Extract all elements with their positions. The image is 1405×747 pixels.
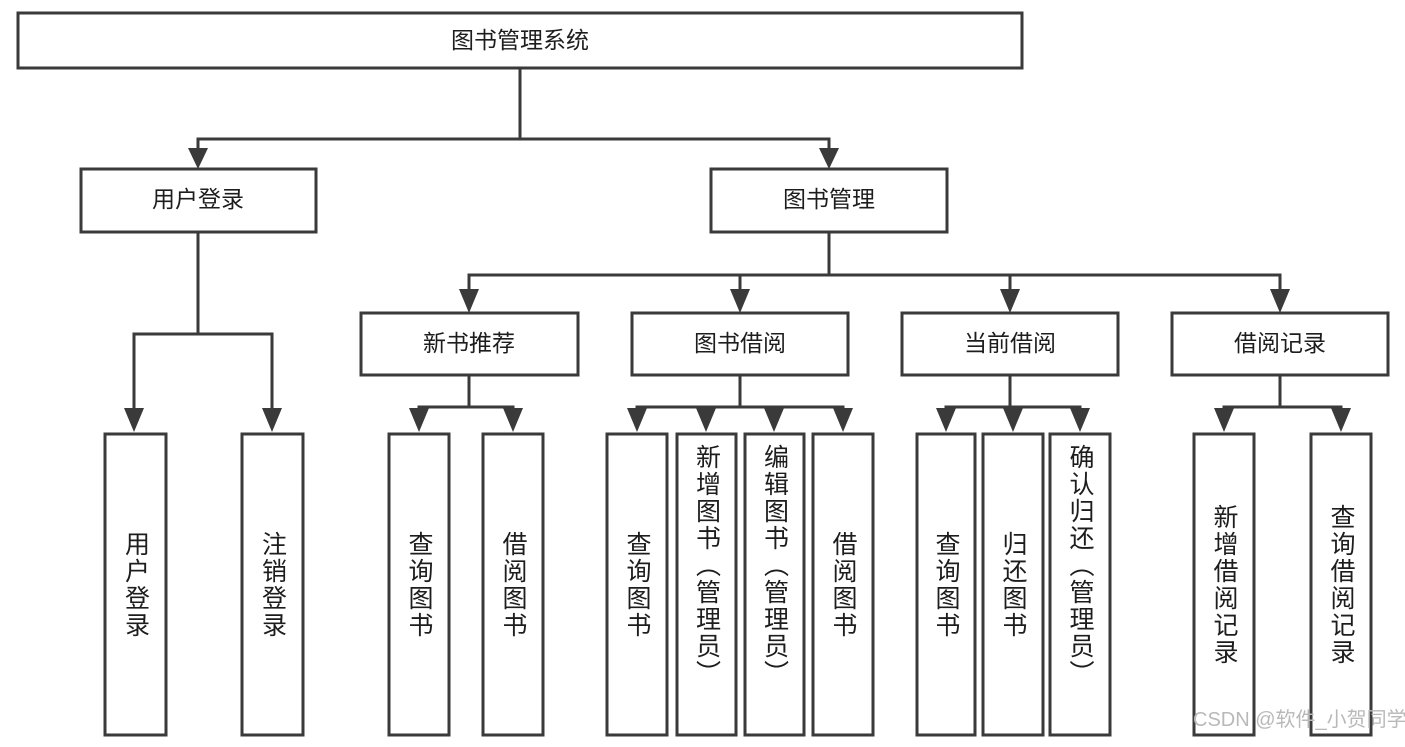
arrowhead-leaf-add-record [1214, 408, 1234, 432]
node-leaf-edit-book-box[interactable] [743, 432, 806, 737]
arrowhead-leaf-add-book [696, 408, 716, 432]
node-user-login[interactable]: 用户登录 [79, 167, 318, 234]
node-leaf-borrow-book-2-box[interactable] [811, 432, 875, 737]
arrowhead-borrow-record [1270, 289, 1290, 313]
node-leaf-borrow-book-2-label: 借阅图书 [829, 530, 857, 639]
node-current-borrow[interactable]: 当前借阅 [900, 311, 1120, 377]
arrowhead-book-manage [819, 148, 839, 169]
node-leaf-logout-label: 注销登录 [258, 530, 287, 639]
node-book-manage[interactable]: 图书管理 [709, 167, 949, 234]
node-leaf-return-book-label: 归还图书 [999, 530, 1027, 639]
arrowhead-leaf-query-book-2 [627, 408, 647, 432]
node-leaf-query-record-label: 查询借阅记录 [1327, 503, 1355, 666]
node-leaf-edit-book-label: 编辑图书（管理员） [760, 444, 789, 687]
node-leaf-user-login-box[interactable] [103, 432, 168, 737]
connector-group-current-borrow-to-leaves [936, 373, 1090, 432]
node-current-borrow-label: 当前借阅 [964, 330, 1056, 356]
arrowhead-leaf-query-book-1 [409, 408, 429, 432]
arrowhead-leaf-borrow-book-1 [503, 408, 523, 432]
arrowhead-leaf-query-book-3 [936, 408, 956, 432]
node-leaf-borrow-book-1-box[interactable] [481, 432, 545, 737]
node-new-book-rec[interactable]: 新书推荐 [359, 311, 580, 377]
node-borrow-record-label: 借阅记录 [1234, 330, 1326, 356]
connector-group-root-to-level2 [188, 66, 839, 169]
node-leaf-query-book-3-box[interactable] [915, 432, 977, 737]
node-root-label: 图书管理系统 [451, 27, 589, 53]
node-book-borrow[interactable]: 图书借阅 [630, 311, 850, 377]
node-leaf-query-book-2-label: 查询图书 [623, 530, 651, 639]
leaf-boxes-group [103, 432, 1373, 737]
node-new-book-rec-label: 新书推荐 [423, 330, 515, 356]
node-user-login-label: 用户登录 [152, 186, 244, 212]
arrowhead-leaf-confirm-return [1070, 408, 1090, 432]
node-leaf-query-record-box[interactable] [1309, 432, 1373, 737]
node-book-borrow-box[interactable] [630, 311, 850, 377]
node-leaf-query-book-2-box[interactable] [605, 432, 669, 737]
node-leaf-query-book-1-box[interactable] [387, 432, 451, 737]
node-borrow-record[interactable]: 借阅记录 [1170, 311, 1390, 377]
node-leaf-add-book-box[interactable] [675, 432, 738, 737]
arrowhead-leaf-borrow-book-2 [833, 408, 853, 432]
node-leaf-query-book-1-label: 查询图书 [405, 530, 433, 639]
connector-group-user-login-to-leaves [124, 230, 282, 432]
arrowhead-book-borrow [730, 289, 750, 313]
node-leaf-return-book-box[interactable] [981, 432, 1045, 737]
arrowhead-new-book-rec [459, 289, 479, 313]
connector-group-book-manage-to-level3 [459, 230, 1290, 313]
node-leaf-user-login-label: 用户登录 [121, 530, 150, 639]
node-leaf-confirm-return-box[interactable] [1048, 432, 1112, 737]
arrowhead-leaf-return-book [1003, 408, 1023, 432]
node-leaf-confirm-return-label: 确认归还（管理员） [1066, 444, 1094, 687]
arrowhead-leaf-logout [262, 408, 282, 432]
node-leaf-query-book-3-label: 查询图书 [932, 530, 960, 639]
node-book-manage-box[interactable] [709, 167, 949, 234]
connector-group-new-book-rec-to-leaves [409, 373, 523, 432]
arrowhead-leaf-edit-book [764, 408, 784, 432]
node-user-login-box[interactable] [79, 167, 318, 234]
node-leaf-add-book-label: 新增图书（管理员） [692, 444, 721, 687]
node-book-borrow-label: 图书借阅 [694, 330, 786, 356]
node-leaf-borrow-book-1-label: 借阅图书 [499, 530, 527, 639]
node-borrow-record-box[interactable] [1170, 311, 1390, 377]
node-leaf-logout-box[interactable] [240, 432, 305, 737]
arrowhead-current-borrow [1000, 289, 1020, 313]
node-leaf-add-record-label: 新增借阅记录 [1210, 503, 1238, 666]
connector-group-borrow-record-to-leaves [1214, 373, 1351, 432]
arrowhead-user-login [188, 148, 208, 169]
node-current-borrow-box[interactable] [900, 311, 1120, 377]
arrowhead-leaf-user-login [124, 408, 144, 432]
node-book-manage-label: 图书管理 [783, 186, 875, 212]
connector-group-book-borrow-to-leaves [627, 373, 853, 432]
node-root-box[interactable] [16, 11, 1024, 70]
node-leaf-add-record-box[interactable] [1192, 432, 1256, 737]
arrowhead-leaf-query-record [1331, 408, 1351, 432]
csdn-watermark: CSDN @软件_小贺同学 [1193, 709, 1405, 731]
node-new-book-rec-box[interactable] [359, 311, 580, 377]
node-root[interactable]: 图书管理系统 [16, 11, 1024, 70]
